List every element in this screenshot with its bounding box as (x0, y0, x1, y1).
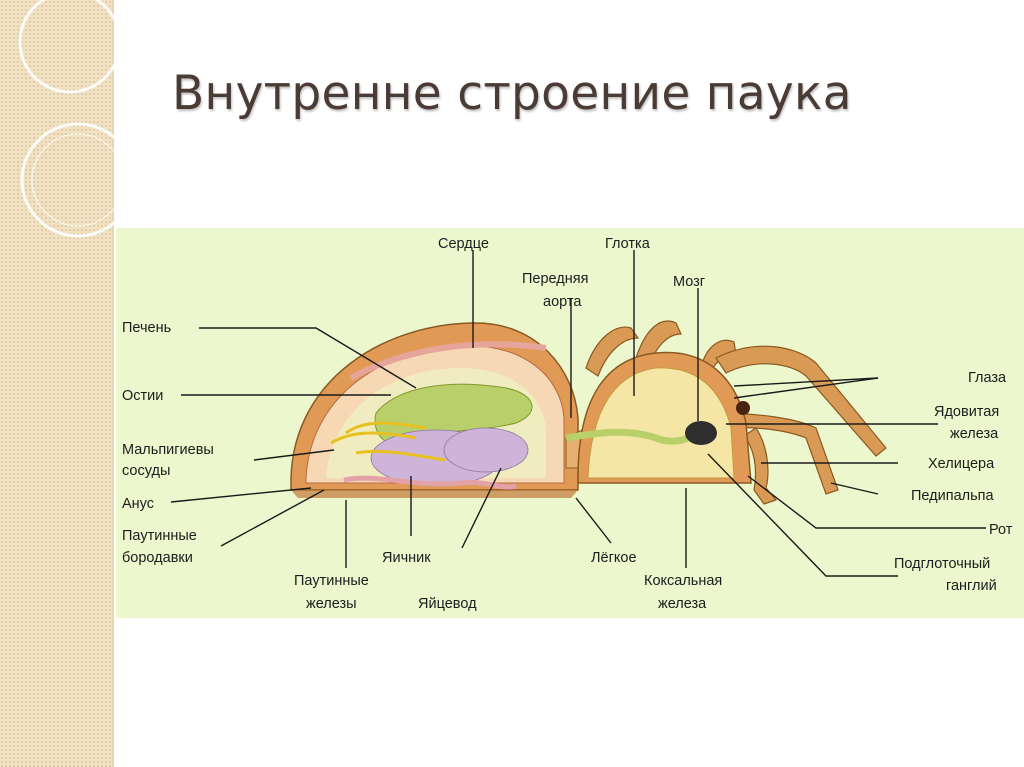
brain (685, 421, 717, 445)
label-ostia: Остии (122, 388, 163, 404)
label-chelicera: Хелицера (928, 456, 995, 472)
label-oviduct: Яйцевод (418, 596, 477, 612)
label-malpighian-2: сосуды (122, 463, 170, 479)
label-silk-glands-1: Паутинные (294, 573, 369, 589)
label-venom-2: железа (950, 426, 999, 442)
label-front-aorta-1: Передняя (522, 271, 588, 287)
label-venom-1: Ядовитая (934, 404, 999, 420)
label-front-aorta-2: аорта (543, 294, 582, 310)
label-eyes: Глаза (968, 370, 1007, 386)
label-pharynx: Глотка (605, 236, 651, 252)
label-malpighian-1: Мальпигиевы (122, 442, 214, 458)
label-mouth: Рот (989, 522, 1013, 538)
label-coxal-2: железа (658, 596, 707, 612)
label-coxal-1: Коксальная (644, 573, 722, 589)
label-brain: Мозг (673, 274, 705, 290)
slide-title: Внутренне строение паука (172, 66, 852, 121)
label-spinnerets-2: бородавки (122, 550, 193, 566)
label-spinnerets-1: Паутинные (122, 528, 197, 544)
label-ovary: Яичник (382, 550, 431, 566)
label-pedipalp: Педипальпа (911, 488, 995, 504)
label-anus: Анус (122, 496, 154, 512)
label-silk-glands-2: железы (306, 596, 357, 612)
decorative-circles (0, 0, 140, 260)
label-subpharyngeal-1: Подглоточный (894, 556, 990, 572)
label-heart: Сердце (438, 236, 489, 252)
label-subpharyngeal-2: ганглий (946, 578, 997, 594)
spider-anatomy-diagram: Сердце Глотка Передняя аорта Мозг Печень… (116, 228, 1024, 618)
label-liver: Печень (122, 320, 171, 336)
label-lung: Лёгкое (591, 550, 637, 566)
eye (736, 401, 750, 415)
